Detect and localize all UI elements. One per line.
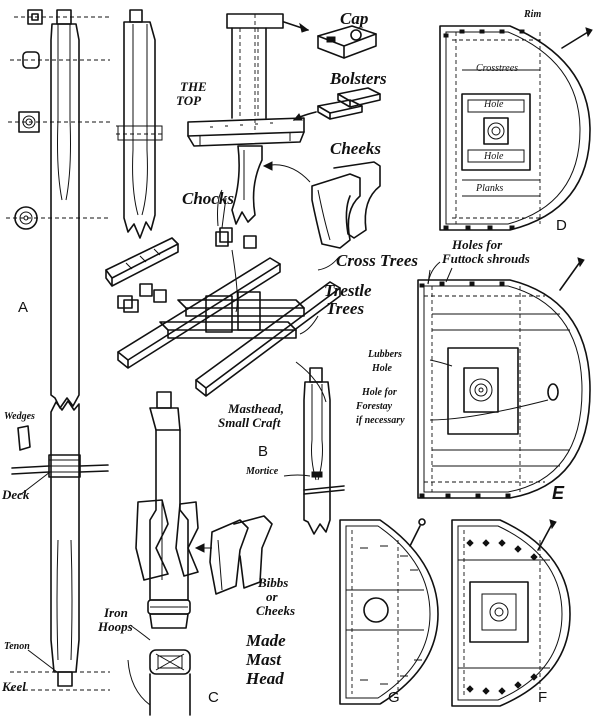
cheeks-pieces xyxy=(262,161,381,249)
chocks-label: Chocks xyxy=(182,189,234,208)
bibbs-or-cheeks-pieces xyxy=(194,515,273,595)
lubbers-hole-label-line2: Hole xyxy=(372,363,392,374)
keel-label: Keel xyxy=(2,679,26,694)
figure-b-masthead-small-craft xyxy=(283,367,345,535)
planks-label: Planks xyxy=(476,183,504,194)
cap-piece xyxy=(283,21,377,59)
crosstrees-plan-label: Crosstrees xyxy=(476,63,519,74)
rim-label: Rim xyxy=(524,9,542,20)
figure-c-letter: C xyxy=(208,689,219,706)
bibbs-label-line1: Bibbs xyxy=(258,575,289,590)
bibbs-label-line2: or xyxy=(266,589,278,604)
forestay-label-line2: Forestay xyxy=(356,401,393,412)
bolsters-pieces xyxy=(292,87,381,121)
figure-a-letter: A xyxy=(18,299,29,316)
iron-hoops-label-line1: Iron xyxy=(104,605,128,620)
deck-label: Deck xyxy=(2,487,30,502)
the-top-assembly xyxy=(187,13,305,225)
figure-b-letter: B xyxy=(258,443,269,460)
masthead-label-line1: Masthead, xyxy=(228,401,284,416)
figure-d-top-plan xyxy=(439,25,593,231)
masthead-top-section xyxy=(116,9,164,239)
figure-f-top-plan xyxy=(451,519,571,707)
made-mast-head-label-line3: Head xyxy=(246,669,284,688)
figure-e-letter: E xyxy=(552,483,565,503)
figure-f-letter: F xyxy=(538,689,548,706)
the-top-label-line2: TOP xyxy=(176,93,202,108)
hole-label-upper: Hole xyxy=(484,99,504,110)
figure-g-top-plan xyxy=(339,518,439,705)
figure-d-letter: D xyxy=(556,217,567,234)
wedges-label: Wedges xyxy=(4,411,35,422)
figure-a-mast-sections xyxy=(6,9,110,230)
bibbs-label-line3: Cheeks xyxy=(256,603,295,618)
made-mast-head-label-line1: Made xyxy=(246,631,286,650)
figure-a-long-mast xyxy=(10,9,110,691)
the-top-label-line1: THE xyxy=(180,79,207,94)
trestle-trees-label-line2: Trees xyxy=(326,299,365,318)
lubbers-hole-label-line1: Lubbers xyxy=(368,349,402,360)
holes-futtock-label-line2: Futtock shrouds xyxy=(442,251,530,266)
bolsters-label: Bolsters xyxy=(330,69,387,88)
mortice-label: Mortice xyxy=(246,466,279,477)
chocks-pieces xyxy=(215,197,257,313)
figure-c-made-mast-head xyxy=(127,391,199,716)
tenon-label: Tenon xyxy=(4,641,30,652)
figure-e-top-plan xyxy=(417,257,591,499)
trestle-trees-label-line1: Trestle xyxy=(324,281,372,300)
cheeks-label: Cheeks xyxy=(330,139,381,158)
holes-futtock-label-line1: Holes for xyxy=(452,237,503,252)
iron-hoops-label-line2: Hoops xyxy=(98,619,133,634)
hole-label-lower: Hole xyxy=(484,151,504,162)
figure-g-letter: G xyxy=(388,689,400,706)
forestay-label-line3: if necessary xyxy=(356,415,405,426)
cross-trees-assembly xyxy=(105,237,341,397)
masthead-label-line2: Small Craft xyxy=(218,415,281,430)
cross-trees-label: Cross Trees xyxy=(336,251,419,270)
made-mast-head-label-line2: Mast xyxy=(246,650,281,669)
forestay-label-line1: Hole for xyxy=(362,387,397,398)
cap-label: Cap xyxy=(340,9,369,28)
